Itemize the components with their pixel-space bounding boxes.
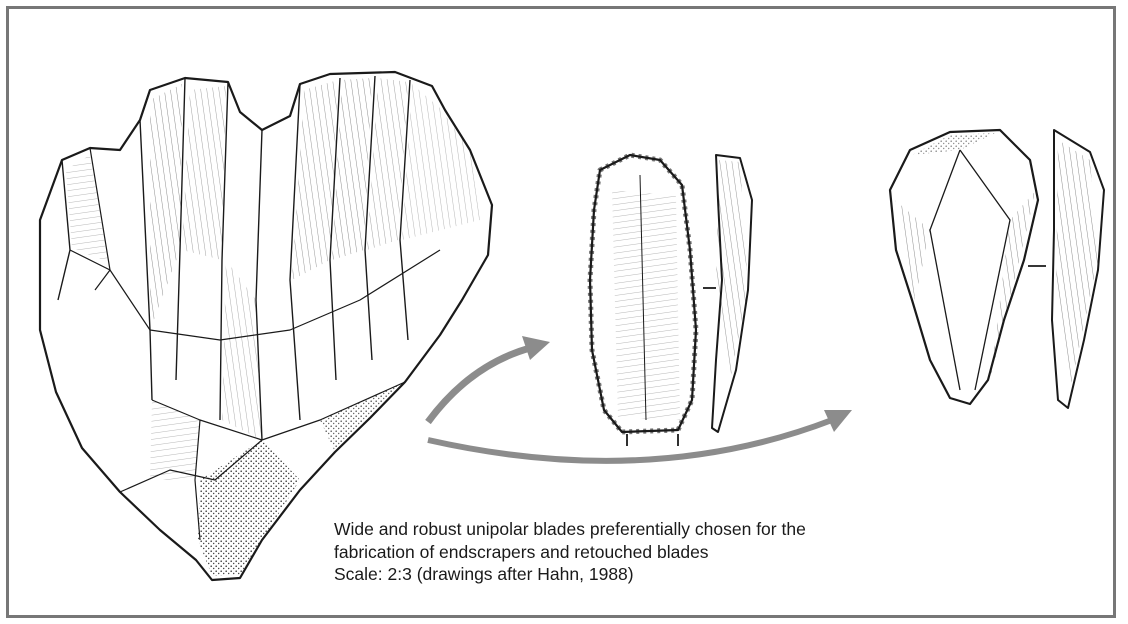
arrow-to-endscraper (428, 336, 550, 422)
caption-line-3: Scale: 2:3 (drawings after Hahn, 1988) (334, 563, 806, 586)
caption-line-2: fabrication of endscrapers and retouched… (334, 541, 806, 564)
blade-core-drawing (40, 72, 492, 580)
endscraper-drawing (590, 155, 752, 446)
figure-caption: Wide and robust unipolar blades preferen… (334, 518, 806, 586)
retouched-blade-drawing (890, 130, 1104, 408)
caption-line-1: Wide and robust unipolar blades preferen… (334, 518, 806, 541)
